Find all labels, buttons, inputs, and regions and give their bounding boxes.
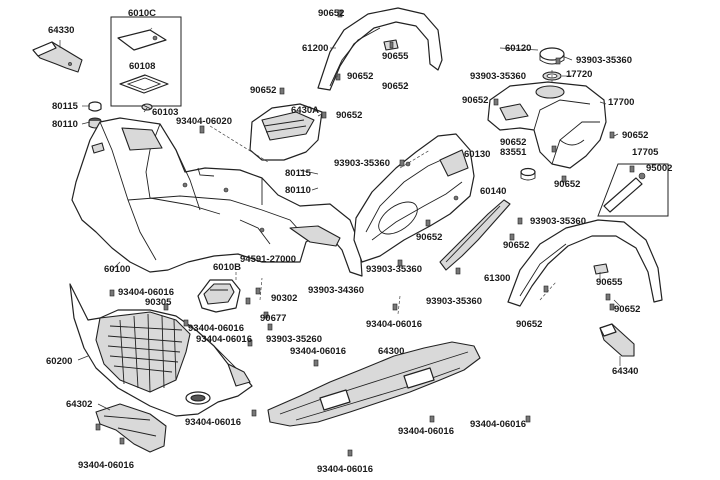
label-6010B: 6010B <box>213 262 241 273</box>
part-6430A-panel <box>249 103 323 161</box>
label-6010C: 6010C <box>128 8 156 19</box>
part-60100-front-fender <box>71 117 363 277</box>
label-90655: 90655 <box>596 277 623 288</box>
label-93903-35360: 93903-35360 <box>530 216 586 227</box>
inset-17705-hose <box>597 163 669 217</box>
label-93903-35360: 93903-35360 <box>576 55 632 66</box>
label-93903-35360: 93903-35360 <box>334 158 390 169</box>
part-80115-cap-left <box>88 101 102 112</box>
label-93404-06016: 93404-06016 <box>290 346 346 357</box>
label-93903-35360: 93903-35360 <box>366 264 422 275</box>
label-90652: 90652 <box>503 240 530 251</box>
label-90652: 90652 <box>462 95 489 106</box>
part-60108-gasket <box>119 74 169 94</box>
label-61300: 61300 <box>484 273 511 284</box>
label-93903-34360: 93903-34360 <box>308 285 364 296</box>
part-60120-cap <box>539 47 565 65</box>
label-95002: 95002 <box>646 163 673 174</box>
label-60100: 60100 <box>104 264 131 275</box>
label-90652: 90652 <box>250 85 277 96</box>
label-94591-27000: 94591-27000 <box>240 254 296 265</box>
label-80110: 80110 <box>52 119 78 130</box>
part-64340-bracket <box>599 323 635 357</box>
part-60200-front-bumper <box>69 283 253 417</box>
label-80115: 80115 <box>52 101 78 112</box>
part-64302-skid-plate <box>95 403 167 453</box>
label-90652: 90652 <box>347 71 374 82</box>
part-83551-rubber <box>520 167 536 181</box>
label-90652: 90652 <box>614 304 641 315</box>
part-60130-side-panel <box>353 133 475 263</box>
label-93404-06016: 93404-06016 <box>398 426 454 437</box>
label-17700: 17700 <box>608 97 635 108</box>
label-90302: 90302 <box>271 293 298 304</box>
label-17720: 17720 <box>566 69 593 80</box>
label-60120: 60120 <box>505 43 532 54</box>
label-93404-06016: 93404-06016 <box>196 334 252 345</box>
label-60103: 60103 <box>152 107 179 118</box>
label-6430A: 6430A <box>291 105 319 116</box>
label-64300: 64300 <box>378 346 405 357</box>
label-90677: 90677 <box>260 313 287 324</box>
label-90652: 90652 <box>382 81 409 92</box>
part-17700-fuel-tank <box>487 81 607 169</box>
label-60108: 60108 <box>129 61 156 72</box>
label-93404-06016: 93404-06016 <box>185 417 241 428</box>
label-60140: 60140 <box>480 186 507 197</box>
part-61300-rear-fender <box>507 219 663 307</box>
label-83551: 83551 <box>500 147 527 158</box>
label-93903-35360: 93903-35360 <box>426 296 482 307</box>
label-17705: 17705 <box>632 147 659 158</box>
label-93404-06016: 93404-06016 <box>78 460 134 471</box>
label-90655: 90655 <box>382 51 409 62</box>
part-90655-clip-bottom <box>593 263 609 275</box>
part-6010B-cover <box>197 279 241 313</box>
label-90305: 90305 <box>145 297 172 308</box>
label-93404-06016: 93404-06016 <box>470 419 526 430</box>
leader-lines <box>59 40 621 411</box>
part-60140-side-strip <box>439 199 511 271</box>
assembly-guide-lines <box>209 70 557 315</box>
label-93404-06016: 93404-06016 <box>118 287 174 298</box>
part-61200-fender-flare <box>317 7 443 91</box>
label-80110: 80110 <box>285 185 311 196</box>
label-93404-06016: 93404-06016 <box>366 319 422 330</box>
part-6010C-cover <box>117 27 167 51</box>
label-64340: 64340 <box>612 366 639 377</box>
label-93404-06020: 93404-06020 <box>176 116 232 127</box>
label-90652: 90652 <box>336 110 363 121</box>
label-90652: 90652 <box>622 130 649 141</box>
label-93404-06016: 93404-06016 <box>188 323 244 334</box>
label-60130: 60130 <box>464 149 491 160</box>
label-90652: 90652 <box>416 232 443 243</box>
label-93903-35360: 93903-35360 <box>470 71 526 82</box>
label-93903-35260: 93903-35260 <box>266 334 322 345</box>
label-64302: 64302 <box>66 399 93 410</box>
label-60200: 60200 <box>46 356 73 367</box>
label-93404-06016: 93404-06016 <box>317 464 373 475</box>
label-90652: 90652 <box>516 319 543 330</box>
part-64300-underbody-plate <box>267 341 481 427</box>
label-80115: 80115 <box>285 168 311 179</box>
label-61200: 61200 <box>302 43 329 54</box>
fastener-glyphs <box>95 9 635 457</box>
label-90652: 90652 <box>500 137 527 148</box>
label-64330: 64330 <box>48 25 75 36</box>
part-60103-clip <box>141 103 153 111</box>
label-90652: 90652 <box>318 8 345 19</box>
part-64330-bracket <box>32 41 83 73</box>
label-90652: 90652 <box>554 179 581 190</box>
